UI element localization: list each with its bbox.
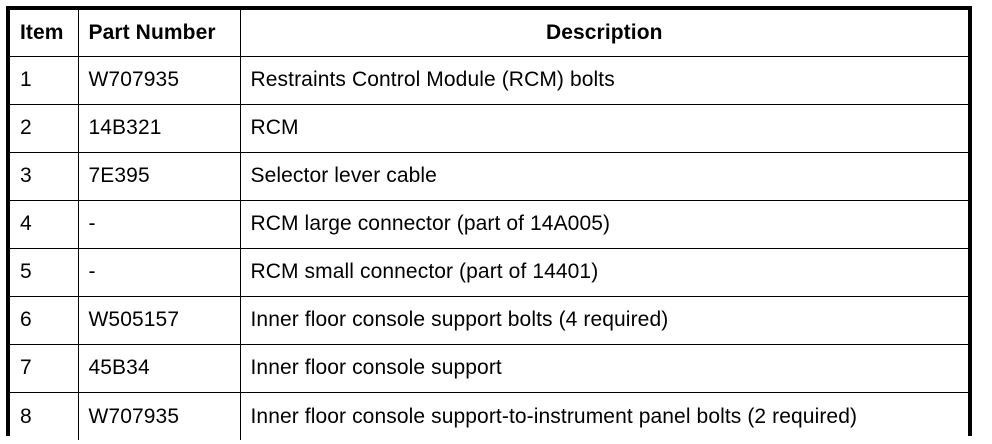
cell-part-number: 14B321	[77, 103, 241, 153]
column-header-item: Item	[10, 10, 79, 57]
table-body: 1 W707935 Restraints Control Module (RCM…	[10, 55, 968, 440]
cell-part-number: W505157	[77, 295, 241, 345]
cell-item: 8	[10, 391, 79, 440]
cell-item: 6	[10, 295, 79, 345]
table-header-row: Item Part Number Description	[10, 10, 968, 57]
cell-item: 7	[10, 343, 79, 393]
cell-item: 1	[10, 55, 79, 105]
column-header-part-number: Part Number	[77, 10, 241, 57]
table-row: 7 45B34 Inner floor console support	[10, 343, 968, 393]
table-header: Item Part Number Description	[10, 10, 968, 57]
table-row: 2 14B321 RCM	[10, 103, 968, 153]
table-row: 6 W505157 Inner floor console support bo…	[10, 295, 968, 345]
cell-part-number: W707935	[77, 55, 241, 105]
table-row: 4 - RCM large connector (part of 14A005)	[10, 199, 968, 249]
cell-description: Inner floor console support-to-instrumen…	[239, 391, 968, 440]
cell-description: Selector lever cable	[239, 151, 968, 201]
cell-item: 4	[10, 199, 79, 249]
table-row: 1 W707935 Restraints Control Module (RCM…	[10, 55, 968, 105]
table-row: 3 7E395 Selector lever cable	[10, 151, 968, 201]
cell-description: RCM	[239, 103, 968, 153]
parts-legend-table: Item Part Number Description 1 W707935 R…	[10, 10, 968, 440]
cell-description: RCM large connector (part of 14A005)	[239, 199, 968, 249]
cell-part-number: -	[77, 247, 241, 297]
cell-item: 3	[10, 151, 79, 201]
column-header-description: Description	[239, 10, 968, 57]
cell-description: Restraints Control Module (RCM) bolts	[239, 55, 968, 105]
cell-description: Inner floor console support	[239, 343, 968, 393]
cell-part-number: W707935	[77, 391, 241, 440]
parts-legend-table-container: Item Part Number Description 1 W707935 R…	[6, 6, 972, 440]
table-row: 5 - RCM small connector (part of 14401)	[10, 247, 968, 297]
cell-item: 5	[10, 247, 79, 297]
cell-part-number: 7E395	[77, 151, 241, 201]
cell-description: RCM small connector (part of 14401)	[239, 247, 968, 297]
cell-part-number: 45B34	[77, 343, 241, 393]
cell-item: 2	[10, 103, 79, 153]
cell-description: Inner floor console support bolts (4 req…	[239, 295, 968, 345]
table-row: 8 W707935 Inner floor console support-to…	[10, 391, 968, 440]
cell-part-number: -	[77, 199, 241, 249]
